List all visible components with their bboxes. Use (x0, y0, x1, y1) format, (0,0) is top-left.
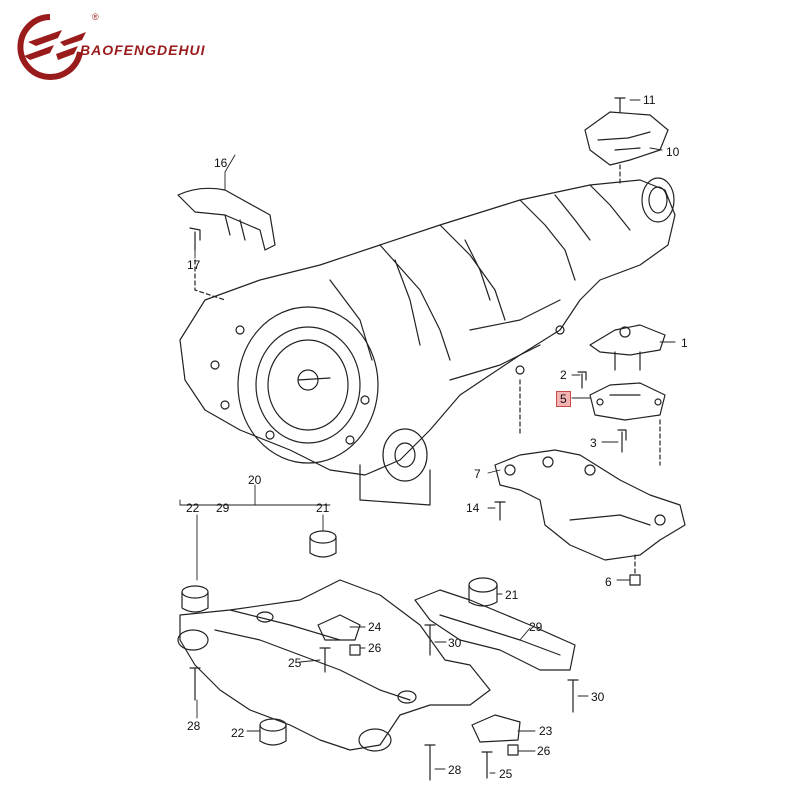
callout-30-right: 30 (591, 690, 605, 704)
callout-21-upper: 21 (316, 501, 330, 515)
part-2-bolt (577, 371, 587, 389)
callout-25-left: 25 (288, 656, 302, 670)
callout-7: 7 (474, 467, 481, 481)
callout-22-upper: 22 (186, 501, 200, 515)
part-24-bracket (317, 614, 361, 641)
callout-29-lower: 29 (529, 620, 543, 634)
part-3-bolt (617, 429, 627, 453)
brand-logo (17, 14, 86, 80)
callout-26-left: 26 (368, 641, 382, 655)
callout-23: 23 (539, 724, 553, 738)
callout-28-lower: 28 (448, 763, 462, 777)
callout-2: 2 (560, 368, 567, 382)
part-5-mount (589, 382, 666, 421)
part-22-bushing-upper (181, 585, 209, 613)
part-16-heat-shield (177, 187, 276, 251)
part-29-crossmember (414, 589, 576, 671)
part-10-bracket (584, 111, 669, 166)
part-23-bracket (471, 714, 521, 743)
part-11-bolt (614, 97, 626, 113)
callout-16: 16 (214, 156, 228, 170)
callout-17: 17 (187, 258, 201, 272)
part-22-bushing-lower (259, 718, 287, 746)
callout-28-left: 28 (187, 719, 201, 733)
callout-1: 1 (681, 336, 688, 350)
part-7-transmission-carrier (494, 449, 686, 561)
part-25-bolt-left (319, 647, 331, 673)
callout-25-lower: 25 (499, 767, 513, 781)
callout-21-lower: 21 (505, 588, 519, 602)
callout-20: 20 (248, 473, 262, 487)
callout-22-lower: 22 (231, 726, 245, 740)
part-21-bushing-upper (309, 530, 337, 558)
part-6-nut (629, 574, 641, 586)
transmission-housing (179, 177, 676, 506)
callout-26-lower: 26 (537, 744, 551, 758)
part-26-nut-left (349, 644, 361, 656)
callout-6: 6 (605, 575, 612, 589)
part-1-mount (589, 324, 666, 371)
part-30-bolt-left (424, 624, 436, 656)
callout-3: 3 (590, 436, 597, 450)
part-28-bolt-lower (424, 744, 436, 781)
callout-11: 11 (643, 93, 656, 107)
part-30-bolt-right (567, 679, 579, 713)
part-26-nut-lower (507, 744, 519, 756)
callout-5-highlighted: 5 (556, 391, 571, 407)
callout-10: 10 (666, 145, 680, 159)
callout-14: 14 (466, 501, 480, 515)
part-14-bolt (494, 501, 506, 521)
part-28-bolt-left (189, 667, 201, 701)
callout-24: 24 (368, 620, 382, 634)
part-25-bolt-lower (481, 751, 493, 779)
callout-30-left: 30 (448, 636, 462, 650)
registered-mark: ® (92, 12, 99, 22)
callout-29-upper: 29 (216, 501, 230, 515)
brand-name: BAOFENGDEHUI (80, 42, 206, 58)
part-20-subframe (177, 579, 491, 752)
